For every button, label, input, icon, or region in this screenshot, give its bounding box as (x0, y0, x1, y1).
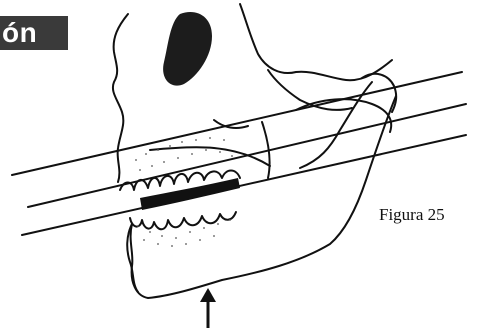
skull-outline (113, 14, 128, 182)
maxilla-side-curve (262, 122, 270, 178)
arrow-up-icon (200, 288, 216, 328)
lower-teeth (130, 212, 236, 229)
figure-caption: Figura 25 (379, 205, 445, 225)
skull-top-curve (240, 4, 392, 80)
temporal-process (268, 70, 352, 110)
occlusal-contact-band (140, 178, 240, 210)
orbit-shape (163, 12, 212, 86)
mandible-ramus-front (300, 82, 372, 168)
